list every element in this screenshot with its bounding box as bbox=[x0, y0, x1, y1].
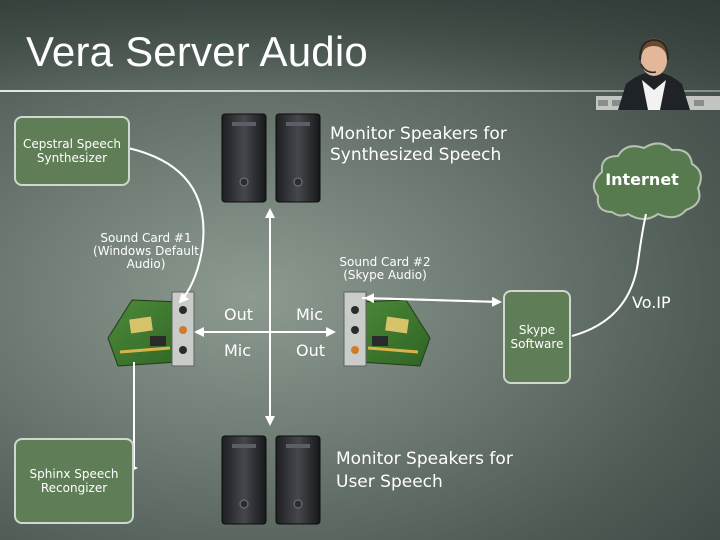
sound-card-1-label: Sound Card #1 (Windows Default Audio) bbox=[93, 231, 199, 271]
sound-card-icon bbox=[343, 291, 431, 367]
speaker-icon bbox=[221, 435, 267, 525]
synth-speakers-label: Monitor Speakers for Synthesized Speech bbox=[330, 124, 507, 165]
connector-skype-to-internet bbox=[571, 213, 647, 337]
card1-out-port-label: Out bbox=[224, 305, 254, 324]
speaker-icon bbox=[275, 113, 321, 203]
sound-card-icon bbox=[107, 291, 195, 367]
cloud-icon bbox=[592, 142, 702, 220]
skype-software-box: Skype Software bbox=[503, 290, 571, 384]
user-speakers-label: Monitor Speakers for User Speech bbox=[336, 449, 513, 492]
slide-title: Vera Server Audio bbox=[26, 28, 368, 75]
connector-card2-to-skype bbox=[361, 293, 502, 307]
internet-cloud-label: Internet bbox=[605, 170, 679, 189]
sphinx-recognizer-box: Sphinx Speech Recongizer bbox=[14, 438, 134, 524]
title-underline bbox=[0, 90, 720, 92]
card1-mic-port-label: Mic bbox=[224, 341, 252, 360]
speaker-icon bbox=[221, 113, 267, 203]
card2-mic-port-label: Mic bbox=[296, 305, 324, 324]
headset-operator-icon bbox=[596, 38, 720, 110]
speaker-icon bbox=[275, 435, 321, 525]
connector-cepstral-to-card1 bbox=[127, 147, 205, 304]
sound-card-2-label: Sound Card #2 (Skype Audio) bbox=[339, 255, 431, 282]
card2-out-port-label: Out bbox=[296, 341, 326, 360]
cepstral-synthesizer-box: Cepstral Speech Synthesizer bbox=[14, 116, 130, 186]
connector-card1-to-sphinx bbox=[128, 362, 138, 473]
voip-link-label: Vo.IP bbox=[632, 293, 671, 312]
